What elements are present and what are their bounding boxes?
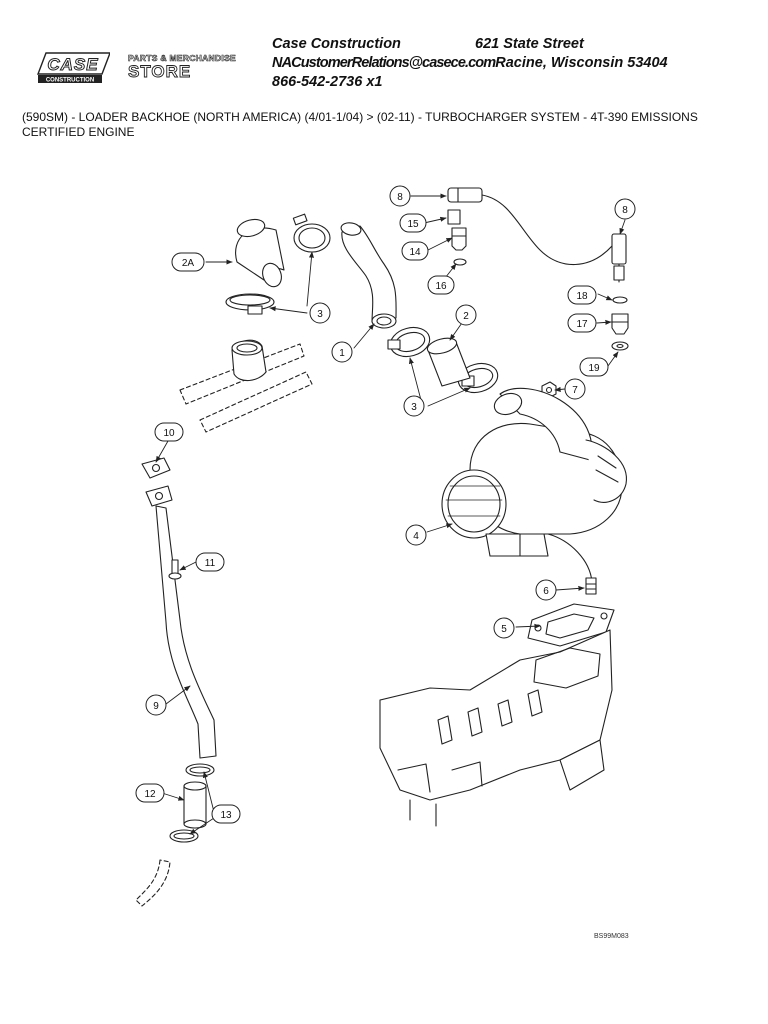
callout-19[interactable]: 19	[588, 363, 600, 374]
callout-3-middle-frame	[403, 395, 425, 417]
callout-10-frame	[154, 422, 184, 442]
callout-2-frame	[455, 304, 477, 326]
parts-store-logo: PARTS & MERCHANDISE STORE	[128, 53, 248, 83]
callout-13[interactable]: 13	[220, 810, 232, 821]
callout-7-frame	[564, 378, 586, 400]
case-logo-text: CASE	[47, 55, 98, 74]
exhaust-manifold	[379, 629, 613, 827]
callout-15-frame	[399, 213, 427, 233]
hose-part-12	[183, 781, 207, 829]
callout-11[interactable]: 11	[205, 558, 216, 569]
callout-2a-frame	[171, 252, 205, 272]
callout-6-frame	[535, 579, 557, 601]
callout-13-frame	[211, 804, 241, 824]
breadcrumb: (590SM) - LOADER BACKHOE (NORTH AMERICA)…	[22, 110, 698, 139]
callout-14-frame	[401, 241, 429, 261]
callout-18-frame	[567, 285, 597, 305]
callout-5-frame	[493, 617, 515, 639]
stud-part-6	[585, 577, 597, 595]
oring-part-16	[453, 258, 467, 266]
curved-hose-part-1	[340, 222, 397, 329]
flange-part-9-top	[145, 485, 173, 507]
elbow-hose-part-2a	[235, 218, 285, 288]
callout-2a[interactable]: 2A	[182, 258, 195, 269]
callout-3-upper-frame	[309, 302, 331, 324]
callout-10[interactable]: 10	[163, 428, 175, 439]
company-street: 621 State Street	[475, 36, 584, 52]
callout-4[interactable]: 4	[413, 531, 419, 542]
callout-3-upper[interactable]: 3	[317, 309, 323, 320]
lower-drain-elbow	[135, 859, 171, 907]
fitting-part-15	[447, 209, 461, 225]
adapter-part-14	[451, 227, 467, 251]
store-logo-top: PARTS & MERCHANDISE	[128, 53, 237, 64]
sensor-part-8-top	[447, 187, 619, 266]
company-email[interactable]: NACustomerRelations@casece.com	[272, 55, 496, 71]
callout-1[interactable]: 1	[339, 348, 345, 359]
case-construction-logo: CASE CONSTRUCTION	[36, 52, 110, 84]
company-city: Racine, Wisconsin 53404	[495, 55, 668, 71]
callout-19-frame	[579, 357, 609, 377]
sleeve-part-2	[426, 337, 471, 387]
callout-7[interactable]: 7	[572, 385, 578, 396]
callout-2[interactable]: 2	[463, 311, 469, 322]
callout-8-side[interactable]: 8	[622, 205, 628, 216]
oil-drain-pipe-part-9	[155, 505, 217, 759]
figure-reference: BS99M083	[594, 933, 629, 940]
callout-8-top-frame	[389, 185, 411, 207]
callout-17-frame	[567, 313, 597, 333]
turbocharger-part-4	[441, 387, 627, 583]
leader-lines	[155, 193, 626, 835]
turbocharger-exploded-diagram: 2A 3 1 2 3 4 5 6 7 8 8 15 14	[135, 185, 636, 907]
callout-4-frame	[405, 524, 427, 546]
callout-9[interactable]: 9	[153, 701, 159, 712]
company-name: Case Construction	[272, 36, 401, 52]
case-logo-subtext: CONSTRUCTION	[46, 78, 94, 84]
intake-elbow-outline	[231, 339, 267, 382]
hose-clamp-part-3-upper	[225, 213, 331, 315]
company-contact-block: Case Construction 621 State Street NACus…	[272, 35, 668, 92]
callout-5[interactable]: 5	[501, 624, 507, 635]
callout-8-side-frame	[614, 198, 636, 220]
callout-3-middle[interactable]: 3	[411, 402, 417, 413]
oring-part-18	[612, 296, 628, 304]
washer-part-19	[611, 341, 629, 351]
callout-15[interactable]: 15	[407, 219, 419, 230]
callout-17[interactable]: 17	[576, 319, 588, 330]
bolt-part-11	[168, 559, 182, 580]
company-phone: 866-542-2736 x1	[272, 74, 383, 90]
hose-clamp-part-13-upper	[185, 763, 215, 777]
callout-14[interactable]: 14	[409, 247, 421, 258]
sensor-part-8-side	[611, 233, 627, 283]
callout-9-frame	[145, 694, 167, 716]
callout-18[interactable]: 18	[576, 291, 588, 302]
store-logo-word: STORE	[128, 62, 192, 82]
gasket-part-10	[141, 457, 171, 479]
callout-11-frame	[195, 552, 225, 572]
adapter-part-17	[611, 313, 629, 335]
callout-6[interactable]: 6	[543, 586, 549, 597]
callout-16-frame	[427, 275, 455, 295]
callout-12[interactable]: 12	[144, 789, 156, 800]
callout-1-frame	[331, 341, 353, 363]
callout-12-frame	[135, 783, 165, 803]
callout-8-top[interactable]: 8	[397, 192, 403, 203]
callout-16[interactable]: 16	[435, 281, 447, 292]
